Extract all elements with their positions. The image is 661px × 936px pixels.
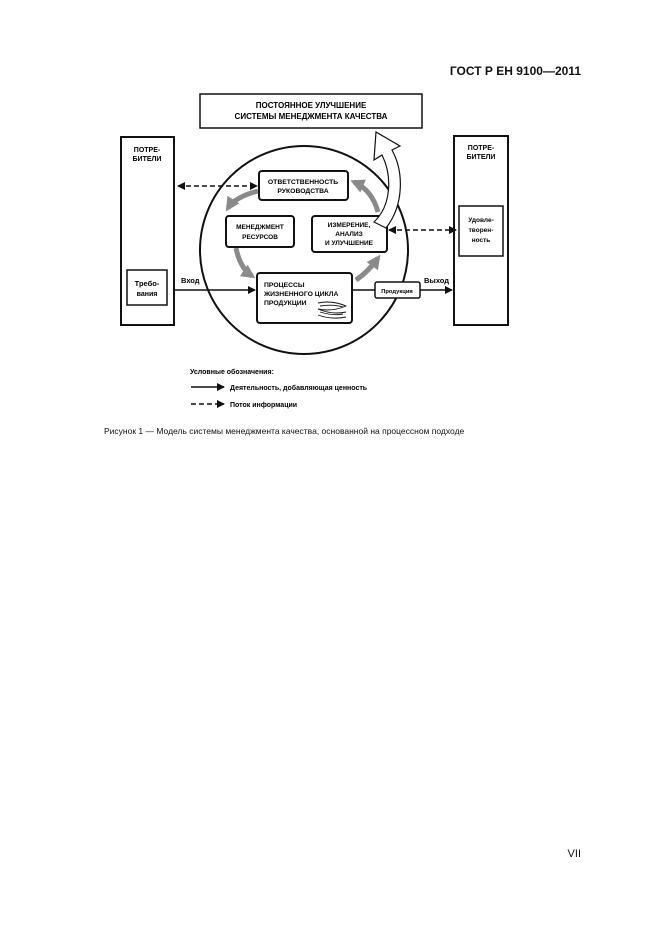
- improvement-curved-arrow: [372, 130, 402, 229]
- management-line1: ОТВЕТСТВЕННОСТЬ: [268, 179, 338, 186]
- satisfaction-box: Удовле- творен- ность: [458, 205, 504, 257]
- measurement-line2: АНАЛИЗ: [335, 231, 362, 238]
- measurement-line3: И УЛУЧШЕНИЕ: [325, 240, 374, 247]
- requirements-line1: Требо-: [135, 279, 160, 288]
- measurement-analysis-box: ИЗМЕРЕНИЕ, АНАЛИЗ И УЛУЧШЕНИЕ: [311, 215, 388, 253]
- management-line2: РУКОВОДСТВА: [277, 188, 328, 195]
- product-label: Продукция: [381, 289, 413, 295]
- page-number: VII: [567, 848, 581, 860]
- cycle-arrow-bottom-right: [354, 254, 381, 283]
- improvement-line1: ПОСТОЯННОЕ УЛУЧШЕНИЕ: [256, 101, 367, 110]
- customers-right-line2: БИТЕЛИ: [467, 154, 496, 161]
- continual-improvement-box: ПОСТОЯННОЕ УЛУЧШЕНИЕ СИСТЕМЫ МЕНЕДЖМЕНТА…: [199, 93, 423, 129]
- lifecycle-cycle-icon: [317, 301, 348, 319]
- cycle-arrow-top-left: [225, 188, 259, 212]
- product-lifecycle-box: ПРОЦЕССЫ ЖИЗНЕННОГО ЦИКЛА ПРОДУКЦИИ: [256, 272, 353, 324]
- resource-management-box: МЕНЕДЖМЕНТ РЕСУРСОВ: [225, 215, 295, 248]
- lifecycle-line2: ЖИЗНЕННОГО ЦИКЛА: [263, 291, 339, 298]
- legend-dashed-label: Поток информации: [230, 402, 297, 409]
- output-label: Выход: [424, 276, 449, 285]
- satisfaction-line1: Удовле-: [468, 217, 493, 224]
- cycle-arrow-left: [233, 247, 256, 279]
- satisfaction-line2: творен-: [469, 227, 494, 234]
- figure-caption: Рисунок 1 — Модель системы менеджмента к…: [104, 426, 465, 436]
- input-label: Вход: [181, 276, 200, 285]
- customers-left-line1: ПОТРЕ-: [134, 147, 161, 154]
- resources-line2: РЕСУРСОВ: [242, 234, 278, 241]
- satisfaction-line3: ность: [472, 237, 491, 244]
- process-cycle-circle: [199, 145, 409, 355]
- customers-right-line1: ПОТРЕ-: [468, 145, 495, 152]
- lifecycle-line3: ПРОДУКЦИИ: [264, 300, 307, 307]
- document-code: ГОСТ Р ЕН 9100—2011: [449, 64, 581, 78]
- measurement-line1: ИЗМЕРЕНИЕ,: [328, 222, 371, 229]
- resources-line1: МЕНЕДЖМЕНТ: [236, 224, 284, 231]
- legend-solid-label: Деятельность, добавляющая ценность: [230, 384, 368, 392]
- customers-left-line2: БИТЕЛИ: [133, 156, 162, 163]
- lifecycle-line1: ПРОЦЕССЫ: [264, 282, 305, 289]
- improvement-line2: СИСТЕМЫ МЕНЕДЖМЕНТА КАЧЕСТВА: [235, 112, 388, 121]
- management-responsibility-box: ОТВЕТСТВЕННОСТЬ РУКОВОДСТВА: [258, 170, 349, 201]
- requirements-box: Требо- вания: [126, 269, 168, 306]
- cycle-arrow-right: [350, 179, 381, 213]
- product-box: Продукция: [374, 281, 421, 299]
- cycle-arrows: [225, 179, 381, 283]
- legend-title: Условные обозначения:: [190, 368, 274, 376]
- legend: Условные обозначения: Деятельность, доба…: [190, 368, 368, 409]
- requirements-line2: вания: [137, 291, 158, 298]
